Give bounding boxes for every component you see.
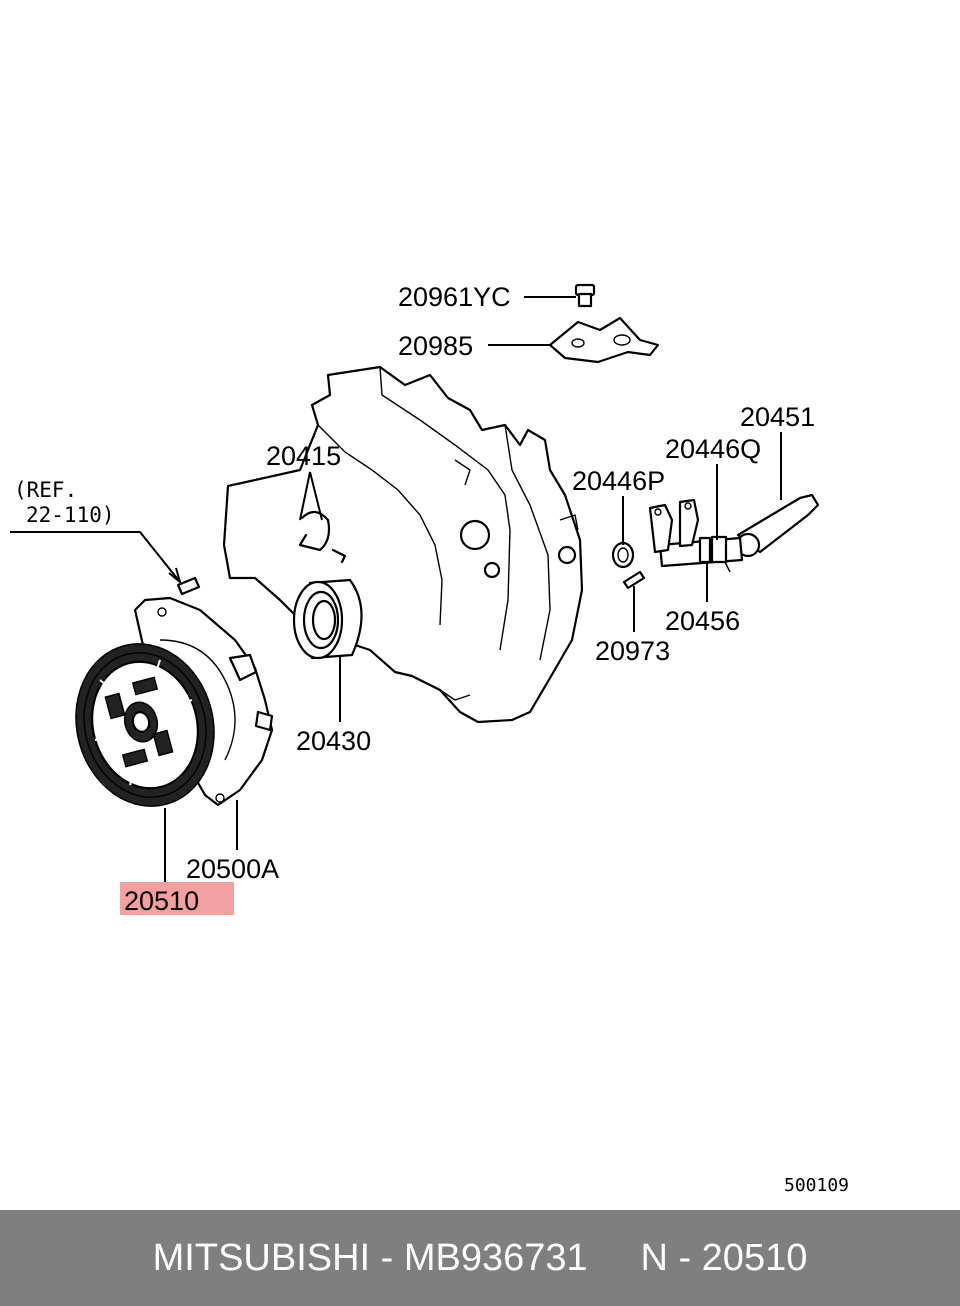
callout-20500a: 20500A xyxy=(186,854,279,884)
callout-20430: 20430 xyxy=(296,726,371,756)
seal-20446p xyxy=(611,541,635,569)
part-info-text: MITSUBISHI - MB936731 N - 20510 xyxy=(152,1236,808,1279)
callout-20446p: 20446P xyxy=(572,466,665,496)
bolt-20961yc xyxy=(574,283,596,308)
callout-ref-line2: 22-110) xyxy=(26,503,115,527)
callout-20961yc: 20961YC xyxy=(398,282,511,312)
callout-20415: 20415 xyxy=(266,441,341,471)
clip-20415 xyxy=(298,510,347,564)
clutch-disc-20510 xyxy=(75,643,215,807)
callout-ref-line1: (REF. xyxy=(14,478,77,502)
callout-20446q: 20446Q xyxy=(665,434,761,464)
callout-20510: 20510 xyxy=(124,886,199,916)
release-fork-assembly xyxy=(648,493,820,573)
callout-20973: 20973 xyxy=(595,636,670,666)
leader-lines xyxy=(10,296,782,882)
bracket-20985 xyxy=(548,316,660,364)
pin-20973 xyxy=(622,570,646,590)
ref-pin xyxy=(176,576,201,596)
release-bearing-20430 xyxy=(292,578,363,660)
callout-20985: 20985 xyxy=(398,331,473,361)
part-highlight xyxy=(120,882,234,915)
exploded-parts-diagram: 20961YC 20985 20451 20446Q 20446P 20415 … xyxy=(10,282,849,1196)
transmission-case xyxy=(222,365,584,724)
callout-20456: 20456 xyxy=(665,606,740,636)
callout-20451: 20451 xyxy=(740,402,815,432)
diagram-code: 500109 xyxy=(784,1175,849,1196)
part-info-footer: MITSUBISHI - MB936731 N - 20510 xyxy=(0,1210,960,1306)
